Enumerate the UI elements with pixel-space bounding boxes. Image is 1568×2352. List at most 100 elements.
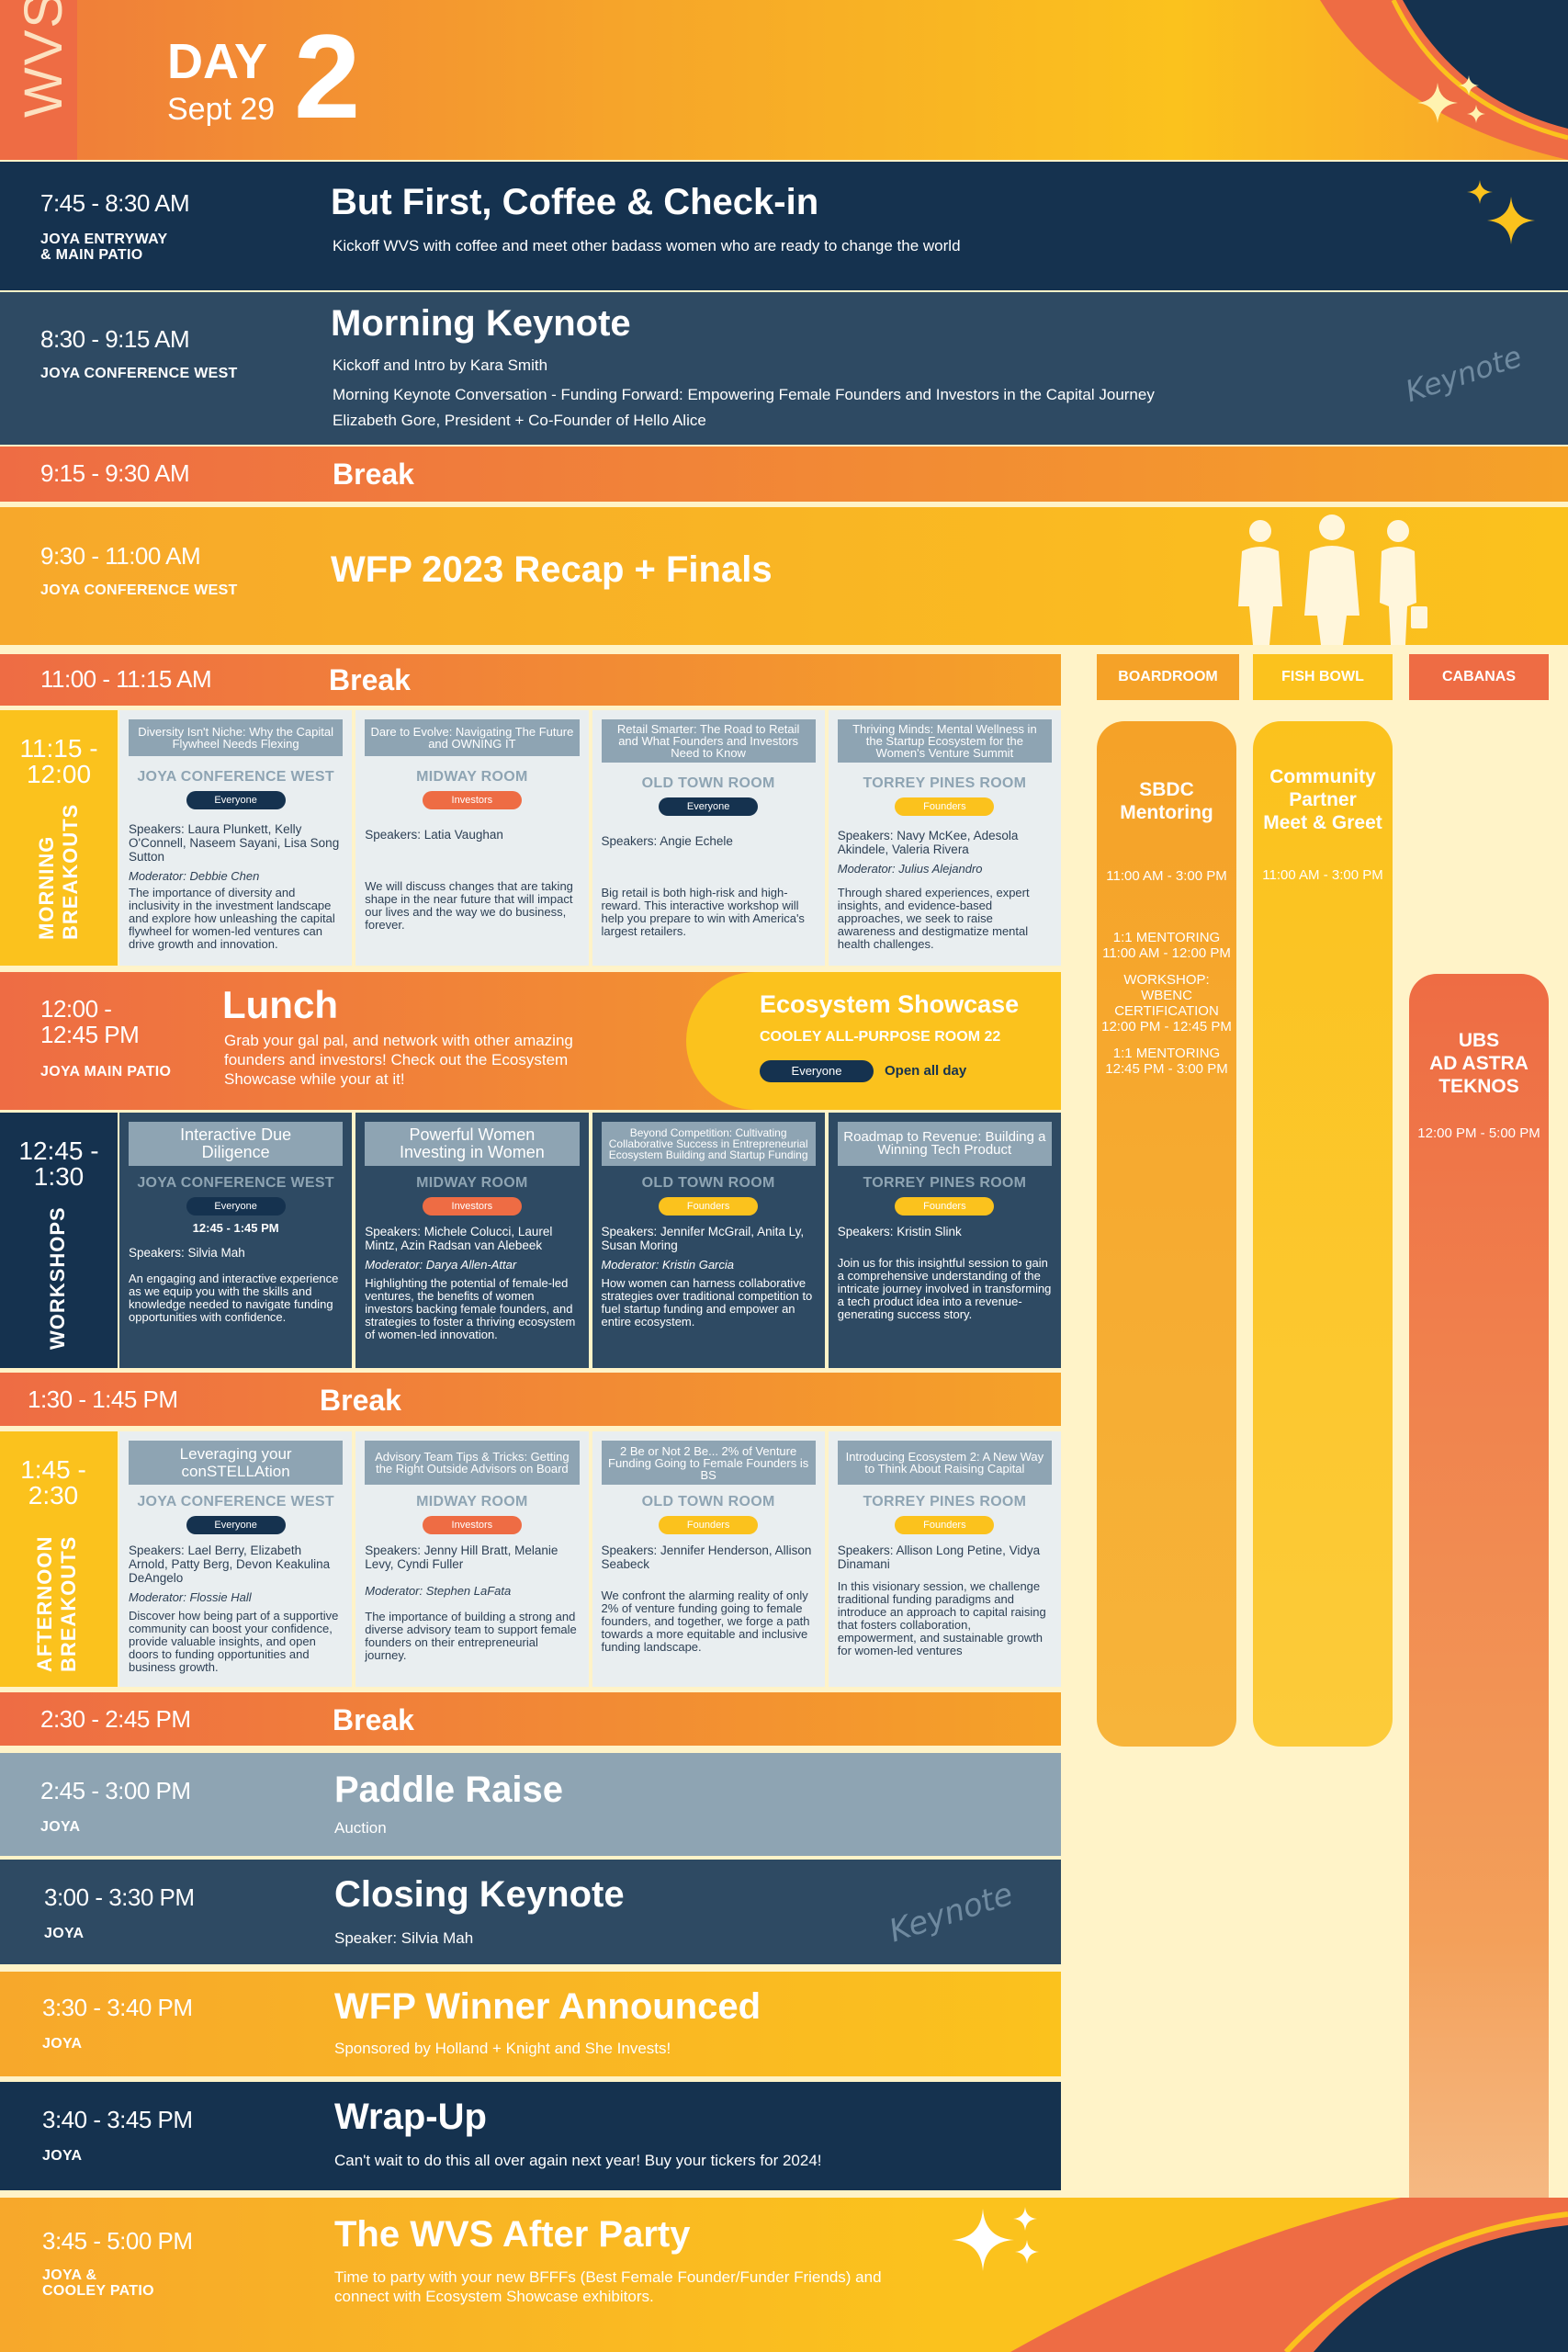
audience-badge: Everyone	[659, 797, 759, 816]
session-time: 9:30 - 11:00 AM	[40, 542, 201, 570]
sparkle-icon	[1417, 75, 1485, 123]
location-line: & MAIN PATIO	[40, 247, 143, 263]
track-title-line: SBDC	[1139, 779, 1194, 800]
time-line: 11:15 -	[19, 734, 98, 763]
session-time: 12:00 - 12:45 PM	[40, 995, 140, 1047]
ecosystem-note: Open all day	[885, 1063, 967, 1079]
breakout-card: Leveraging your conSTELLAtion JOYA CONFE…	[119, 1431, 353, 1687]
track-time: 11:00 AM - 3:00 PM	[1262, 867, 1383, 883]
track-boardroom: SBDC Mentoring 11:00 AM - 3:00 PM 1:1 ME…	[1097, 721, 1236, 1747]
brand-tab	[0, 0, 77, 160]
card-speakers: Speakers: Jennifer Henderson, Allison Se…	[601, 1544, 812, 1571]
card-speakers: Speakers: Lael Berry, Elizabeth Arnold, …	[129, 1544, 331, 1585]
session-lunch: 12:00 - 12:45 PM JOYA MAIN PATIO Lunch G…	[0, 972, 1061, 1110]
card-title: Diversity Isn't Niche: Why the Capital F…	[129, 719, 344, 756]
track-title: Community Partner Meet & Greet	[1253, 765, 1393, 834]
card-room: OLD TOWN ROOM	[641, 1175, 775, 1191]
breakout-card: Retail Smarter: The Road to Retail and W…	[592, 710, 825, 966]
card-room: TORREY PINES ROOM	[863, 775, 1027, 791]
session-time: 3:00 - 3:30 PM	[44, 1883, 195, 1911]
label-line: BREAKOUTS	[59, 803, 82, 940]
session-time: 2:45 - 3:00 PM	[40, 1777, 191, 1804]
breakout-card: Introducing Ecosystem 2: A New Way to Th…	[828, 1431, 1061, 1687]
time-line: 12:00 -	[40, 995, 112, 1023]
block-label: AFTERNOON BREAKOUTS	[33, 1536, 81, 1672]
breakout-card: Thriving Minds: Mental Wellness in the S…	[828, 710, 1061, 966]
session-description: Time to party with your new BFFFs (Best …	[334, 2268, 882, 2305]
card-title: Retail Smarter: The Road to Retail and W…	[601, 719, 816, 763]
afternoon-breakouts-grid: Leveraging your conSTELLAtion JOYA CONFE…	[119, 1431, 1061, 1687]
workshop-card: Beyond Competition: Cultivating Collabor…	[592, 1113, 825, 1368]
session-paddle-raise: 2:45 - 3:00 PM JOYA Paddle Raise Auction	[0, 1753, 1061, 1856]
ecosystem-location: COOLEY ALL-PURPOSE ROOM 22	[760, 1029, 1001, 1045]
col-header-cabanas: CABANAS	[1409, 654, 1549, 700]
track-item: 11:00 AM - 12:00 PM	[1102, 945, 1231, 961]
card-moderator: Moderator: Julius Alejandro	[837, 862, 983, 876]
header: WVS DAY Sept 29 2	[0, 0, 1568, 160]
card-speakers: Speakers: Kristin Slink	[837, 1225, 962, 1238]
session-location: JOYA	[42, 2148, 83, 2164]
session-time: 8:30 - 9:15 AM	[40, 325, 190, 353]
track-fishbowl: Community Partner Meet & Greet 11:00 AM …	[1253, 721, 1393, 1747]
audience-badge: Everyone	[186, 791, 286, 809]
location-line: JOYA ENTRYWAY	[40, 232, 168, 247]
card-description: In this visionary session, we challenge …	[837, 1579, 1046, 1657]
break-row: 11:00 - 11:15 AM Break	[0, 654, 1061, 706]
card-room: OLD TOWN ROOM	[641, 1494, 775, 1510]
audience-badge: Founders	[895, 1516, 995, 1534]
time-line: 1:30	[33, 1162, 85, 1191]
workshops-grid: Interactive Due Diligence JOYA CONFERENC…	[119, 1113, 1061, 1368]
session-time: 3:45 - 5:00 PM	[42, 2227, 193, 2255]
workshops-sidebar: 12:45 - 1:30 WORKSHOPS	[0, 1113, 118, 1368]
corner-swoosh	[1010, 2198, 1568, 2352]
card-description: Highlighting the potential of female-led…	[365, 1276, 576, 1341]
break-title: Break	[333, 458, 414, 491]
track-title-line: Community	[1269, 766, 1376, 787]
track-item: 1:1 MENTORING	[1112, 930, 1221, 945]
card-room: TORREY PINES ROOM	[863, 1175, 1027, 1191]
label-line: BREAKOUTS	[57, 1535, 80, 1672]
session-title: But First, Coffee & Check-in	[331, 182, 819, 222]
brand-logo: WVS	[14, 0, 73, 118]
ecosystem-showcase: Ecosystem Showcase COOLEY ALL-PURPOSE RO…	[686, 972, 1061, 1110]
block-time: 11:15 - 12:00	[0, 736, 118, 787]
session-title: WFP Winner Announced	[334, 1986, 761, 2027]
audience-badge: Founders	[895, 797, 995, 816]
session-time: 3:40 - 3:45 PM	[42, 2106, 193, 2133]
card-speakers: Speakers: Allison Long Petine, Vidya Din…	[837, 1544, 1041, 1571]
session-title: Wrap-Up	[334, 2097, 487, 2137]
card-title: Roadmap to Revenue: Building a Winning T…	[837, 1122, 1052, 1166]
track-time: 11:00 AM - 3:00 PM	[1106, 868, 1227, 884]
time-line: 12:00	[26, 760, 92, 788]
break-row: 2:30 - 2:45 PM Break	[0, 1692, 1061, 1746]
breakout-card: Diversity Isn't Niche: Why the Capital F…	[119, 710, 353, 966]
women-silhouette-icon	[1238, 514, 1427, 645]
audience-badge: Everyone	[760, 1060, 874, 1082]
label-line: AFTERNOON	[33, 1535, 56, 1672]
card-speakers: Speakers: Laura Plunkett, Kelly O'Connel…	[129, 822, 340, 864]
session-location: JOYA CONFERENCE WEST	[40, 366, 238, 381]
track-item: 12:45 PM - 3:00 PM	[1105, 1061, 1228, 1077]
card-moderator: Moderator: Flossie Hall	[129, 1590, 252, 1604]
track-item: 1:1 MENTORING	[1112, 1046, 1221, 1061]
day-date: Sept 29	[167, 92, 276, 127]
keynote-watermark: Keynote	[885, 1875, 1018, 1951]
session-title: Lunch	[222, 983, 338, 1026]
session-description: Speaker: Silvia Mah	[334, 1929, 474, 1947]
break-row: 9:15 - 9:30 AM Break	[0, 447, 1568, 502]
card-moderator: Moderator: Stephen LaFata	[365, 1584, 512, 1598]
card-speakers: Speakers: Latia Vaughan	[365, 828, 503, 842]
card-description: We confront the alarming reality of only…	[601, 1589, 810, 1654]
break-time: 1:30 - 1:45 PM	[28, 1385, 178, 1413]
card-title: Leveraging your conSTELLAtion	[129, 1441, 344, 1485]
card-description: The importance of diversity and inclusiv…	[129, 886, 335, 951]
card-room: MIDWAY ROOM	[416, 1494, 528, 1510]
session-wfp-winner: 3:30 - 3:40 PM JOYA WFP Winner Announced…	[0, 1972, 1061, 2076]
card-speakers: Speakers: Jenny Hill Bratt, Melanie Levy…	[365, 1544, 558, 1571]
card-description: An engaging and interactive experience a…	[129, 1272, 339, 1324]
session-morning-keynote: 8:30 - 9:15 AM JOYA CONFERENCE WEST Morn…	[0, 292, 1568, 445]
audience-badge: Investors	[422, 1197, 522, 1216]
track-item: CERTIFICATION	[1114, 1003, 1219, 1019]
card-speakers: Speakers: Navy McKee, Adesola Akindele, …	[837, 829, 1019, 856]
location-line: COOLEY PATIO	[42, 2283, 154, 2299]
